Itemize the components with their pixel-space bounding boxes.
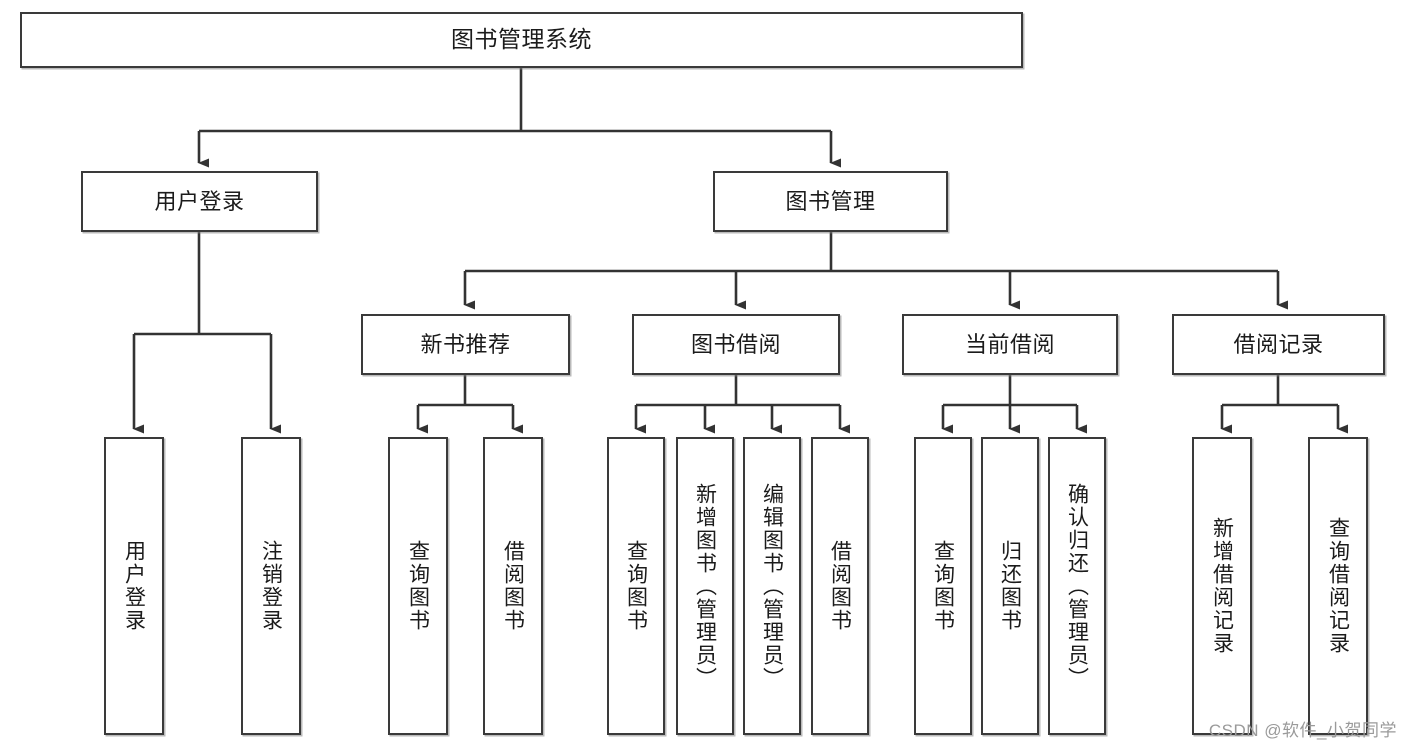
leaf-confirm-return[interactable]: 确认归还（管理员） xyxy=(1048,437,1106,735)
node-label: 查询图书 xyxy=(406,540,430,632)
node-label: 用户登录 xyxy=(122,540,146,632)
node-label: 查询图书 xyxy=(624,540,648,632)
node-label: 查询借阅记录 xyxy=(1326,517,1350,655)
node-user-login[interactable]: 用户登录 xyxy=(81,171,318,232)
leaf-query-book-recommend[interactable]: 查询图书 xyxy=(388,437,448,735)
node-label: 用户登录 xyxy=(154,188,245,214)
node-label: 查询图书 xyxy=(931,540,955,632)
leaf-query-book-current[interactable]: 查询图书 xyxy=(914,437,972,735)
leaf-add-book[interactable]: 新增图书（管理员） xyxy=(676,437,734,735)
leaf-logout[interactable]: 注销登录 xyxy=(241,437,301,735)
leaf-return-book[interactable]: 归还图书 xyxy=(981,437,1039,735)
node-label: 确认归还（管理员） xyxy=(1065,482,1089,690)
node-label: 借阅图书 xyxy=(828,540,852,632)
node-label: 借阅记录 xyxy=(1233,331,1324,357)
node-book-borrow[interactable]: 图书借阅 xyxy=(632,314,840,375)
node-label: 借阅图书 xyxy=(501,540,525,632)
watermark-text: CSDN @软件_小贺同学 xyxy=(1208,721,1397,740)
node-book-manage[interactable]: 图书管理 xyxy=(713,171,948,232)
leaf-edit-book[interactable]: 编辑图书（管理员） xyxy=(743,437,801,735)
node-label: 图书管理 xyxy=(785,188,876,214)
node-root-system[interactable]: 图书管理系统 xyxy=(20,12,1023,68)
node-label: 新增图书（管理员） xyxy=(693,482,717,690)
leaf-query-borrow-record[interactable]: 查询借阅记录 xyxy=(1308,437,1368,735)
leaf-add-borrow-record[interactable]: 新增借阅记录 xyxy=(1192,437,1252,735)
node-label: 图书管理系统 xyxy=(451,26,592,53)
node-label: 图书借阅 xyxy=(690,331,781,357)
node-label: 新书推荐 xyxy=(420,331,511,357)
node-label: 新增借阅记录 xyxy=(1210,517,1234,655)
leaf-borrow-book-recommend[interactable]: 借阅图书 xyxy=(483,437,543,735)
node-label: 编辑图书（管理员） xyxy=(760,482,784,690)
node-new-book-recommend[interactable]: 新书推荐 xyxy=(361,314,570,375)
leaf-user-login[interactable]: 用户登录 xyxy=(104,437,164,735)
leaf-query-book-borrow[interactable]: 查询图书 xyxy=(607,437,665,735)
node-label: 归还图书 xyxy=(998,540,1022,632)
leaf-borrow-book[interactable]: 借阅图书 xyxy=(811,437,869,735)
node-label: 注销登录 xyxy=(259,540,283,632)
node-label: 当前借阅 xyxy=(964,331,1055,357)
node-current-borrow[interactable]: 当前借阅 xyxy=(902,314,1118,375)
node-borrow-record[interactable]: 借阅记录 xyxy=(1172,314,1385,375)
